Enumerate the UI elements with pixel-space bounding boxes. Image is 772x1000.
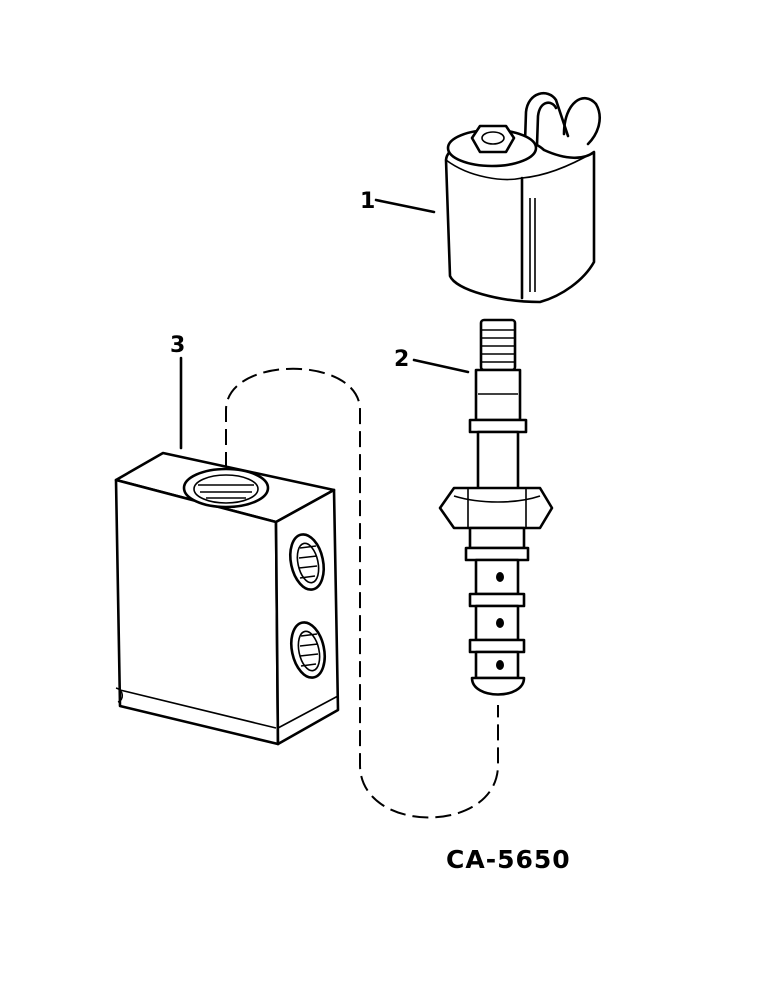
valve-block-part — [114, 451, 340, 746]
callout-1: 1 — [360, 189, 375, 214]
callout-3: 3 — [170, 333, 185, 358]
callout-2: 2 — [394, 347, 409, 372]
drawing-code: CA-5650 — [446, 845, 571, 874]
leader-line-2 — [412, 358, 470, 374]
assembly-dashed-line — [225, 367, 499, 819]
leader-line-1 — [374, 198, 436, 214]
solenoid-coil-part — [444, 91, 601, 304]
cartridge-valve-part — [438, 318, 554, 696]
